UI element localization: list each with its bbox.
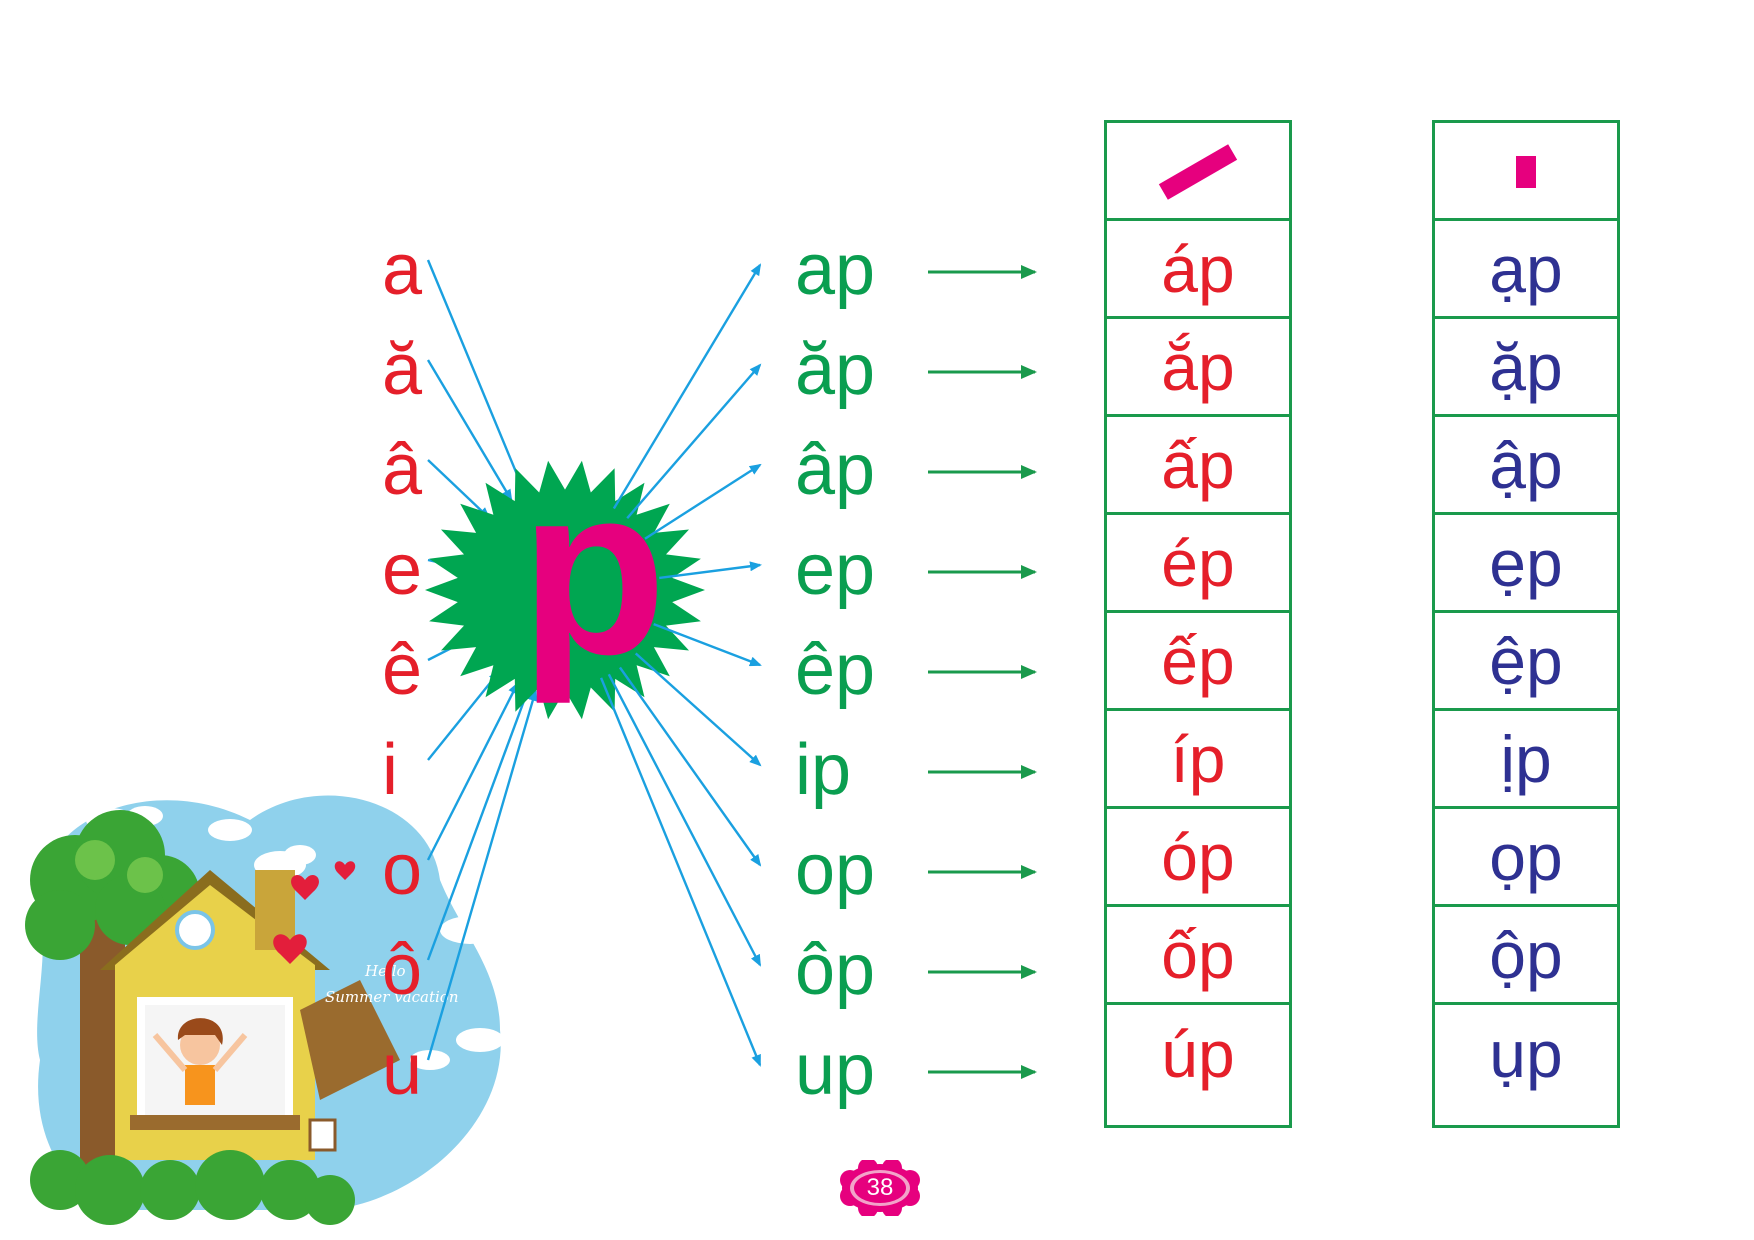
rhyme-up: up [795, 1030, 876, 1110]
nang-cell: ịp [1435, 711, 1617, 809]
rhyme-ap-breve: ăp [795, 330, 876, 410]
nang-cell: ụp [1489, 1017, 1563, 1091]
consonant-to-rhyme-arrow [659, 561, 762, 580]
nang-cell: ập [1435, 417, 1617, 515]
vowel-o: o [382, 830, 423, 910]
vowel-to-consonant-arrow [427, 670, 501, 761]
nang-cell: ệp [1435, 613, 1617, 711]
vowel-to-consonant-arrow [426, 686, 530, 961]
nang-cell: ặp [1435, 319, 1617, 417]
sac-cell: ép [1107, 515, 1289, 613]
rhyme-ep: ep [795, 530, 876, 610]
rhyme-op: op [795, 830, 876, 910]
consonant-to-rhyme-arrow [634, 652, 762, 767]
vowel-to-consonant-arrow [426, 681, 519, 861]
nang-cell: ẹp [1435, 515, 1617, 613]
vowel-to-consonant-arrow [426, 688, 538, 1061]
nang-cell: ạp [1435, 221, 1617, 319]
nang-cell: ộp [1435, 907, 1617, 1005]
vowel-e-circumflex: ê [382, 630, 423, 710]
vowel-u: u [382, 1030, 423, 1110]
consonant-to-rhyme-arrow [599, 677, 762, 1067]
consonant-to-rhyme-arrow [653, 622, 762, 667]
sac-cell: ấp [1107, 417, 1289, 515]
sac-tone-mark-icon [1158, 143, 1238, 200]
consonant-to-rhyme-arrow [644, 463, 762, 540]
sac-cell: úp [1161, 1017, 1235, 1091]
consonant-to-rhyme-arrow [618, 666, 762, 867]
nang-tone-mark-cell [1435, 123, 1617, 221]
vowel-a-circumflex: â [382, 430, 423, 510]
sac-tone-mark-cell [1107, 123, 1289, 221]
vowel-a: a [382, 230, 423, 310]
rhyme-ap-circumflex: âp [795, 430, 876, 510]
nang-tone-mark-icon [1516, 155, 1536, 188]
rhyme-ip: ip [795, 730, 852, 810]
illustration-text-hello: Hello [365, 962, 406, 980]
nang-cell: ọp [1435, 809, 1617, 907]
sac-cell: óp [1107, 809, 1289, 907]
page-number: 38 [866, 1174, 894, 1201]
consonant-to-rhyme-arrow [626, 363, 762, 519]
sac-cell: ếp [1107, 613, 1289, 711]
vowel-i: i [382, 730, 398, 810]
rhyme-ep-circumflex: êp [795, 630, 876, 710]
nang-tone-table: ạp ặp ập ẹp ệp ịp ọp ộp ụp [1432, 120, 1620, 1128]
vowel-to-consonant-arrow [426, 259, 526, 495]
sac-cell: íp [1107, 711, 1289, 809]
consonant-to-rhyme-arrow [607, 673, 762, 967]
consonant-to-rhyme-arrow [612, 263, 762, 510]
rhyme-op-circumflex: ôp [795, 930, 876, 1010]
rhyme-ap: ap [795, 230, 876, 310]
vowel-a-breve: ă [382, 330, 423, 410]
vowel-o-circumflex: ô [382, 930, 423, 1010]
page-number-badge [840, 1160, 920, 1216]
illustration-text-summer: Summer vacation [325, 988, 459, 1006]
vowel-to-consonant-arrow [427, 459, 491, 520]
sac-tone-table: áp ắp ấp ép ếp íp óp ốp úp [1104, 120, 1292, 1128]
sac-cell: áp [1107, 221, 1289, 319]
house-girl-illustration [25, 795, 504, 1225]
final-consonant-letter: p [520, 436, 667, 704]
sac-cell: ắp [1107, 319, 1289, 417]
sac-cell: ốp [1107, 907, 1289, 1005]
vowel-e: e [382, 530, 423, 610]
vowel-to-consonant-arrow [426, 359, 513, 502]
starburst-shape [425, 460, 705, 720]
